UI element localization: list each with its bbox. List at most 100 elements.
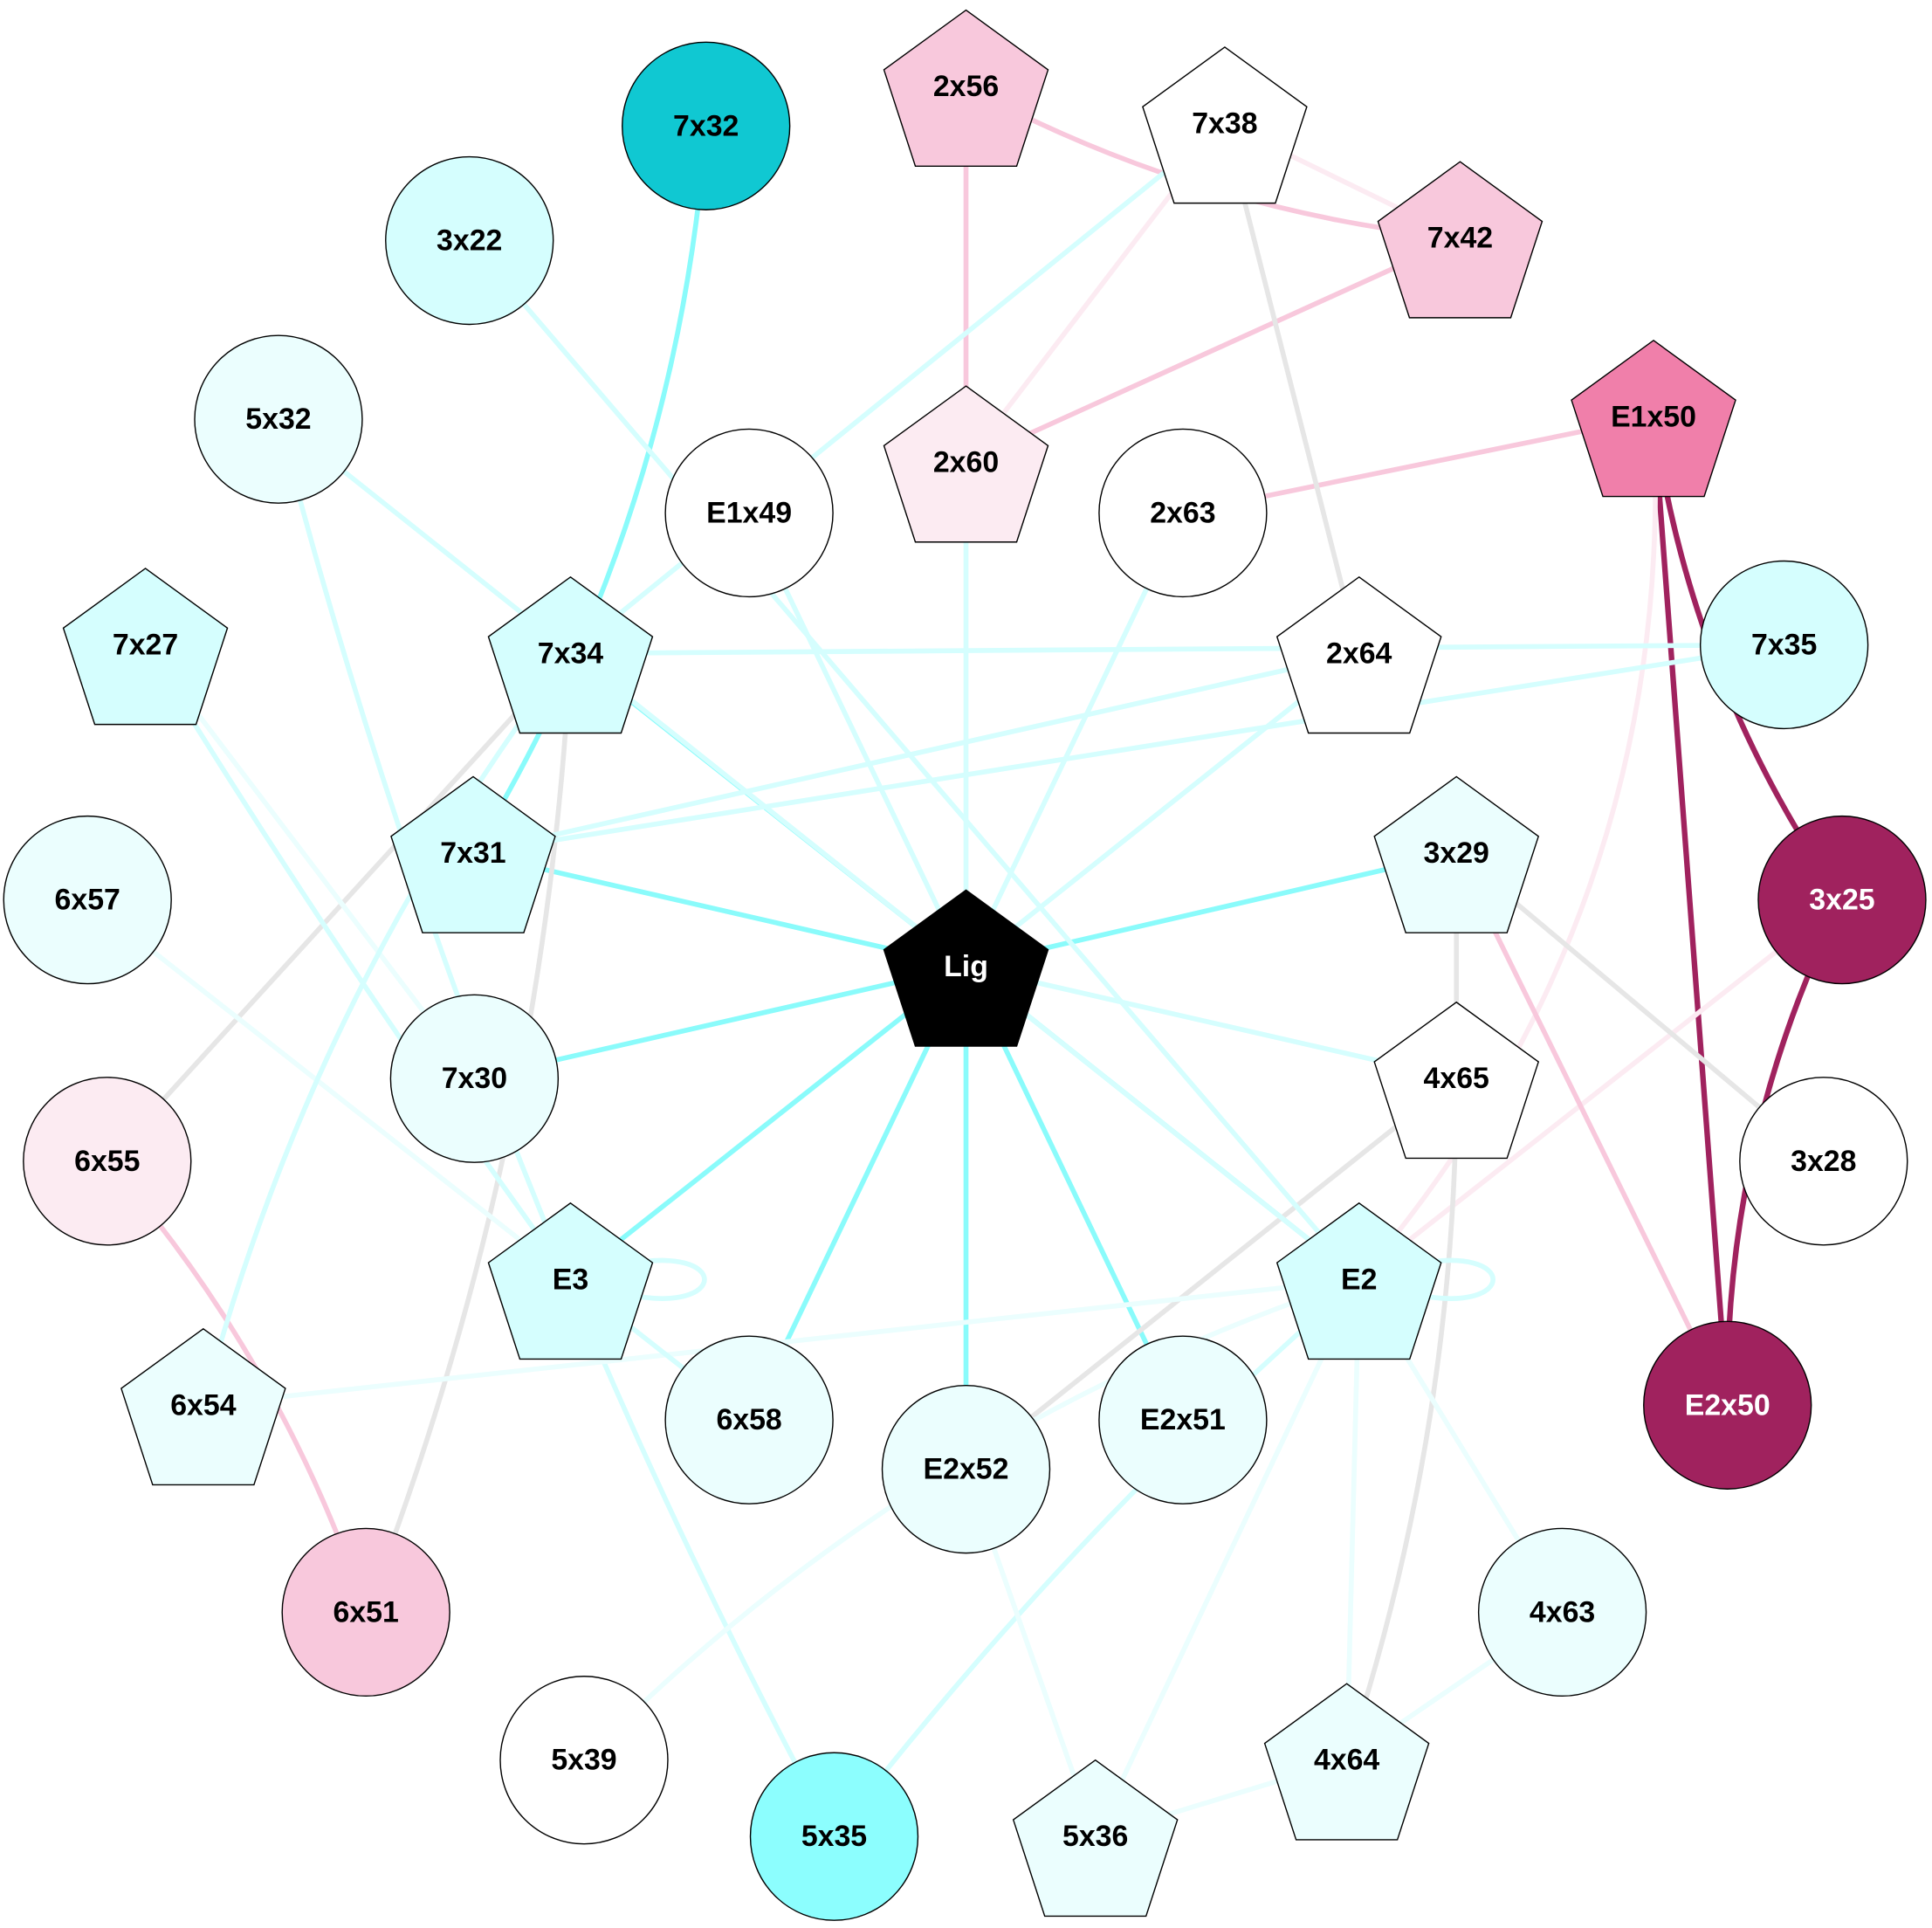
node-label: E1x49 [706,496,792,529]
node-circle [499,1676,669,1845]
node-pentagon [1373,775,1540,933]
node-E1x49[interactable]: E1x49 [664,428,834,598]
node-6x57[interactable]: 6x57 [3,815,172,985]
node-7x27[interactable]: 7x27 [62,568,229,726]
node-circle [881,1384,1051,1554]
node-label: 6x55 [74,1145,140,1178]
node-label: E2x51 [1140,1403,1226,1436]
node-E2x50[interactable]: E2x50 [1643,1320,1812,1490]
node-pentagon [1142,46,1308,204]
edge-E3-E3 [625,1257,707,1301]
node-7x32[interactable]: 7x32 [622,41,791,210]
node-circle [1739,1077,1908,1246]
node-3x28[interactable]: 3x28 [1739,1077,1908,1246]
node-label: 5x32 [245,403,311,436]
node-3x22[interactable]: 3x22 [385,155,554,326]
node-label: 2x60 [933,446,999,479]
node-circle [1098,1335,1268,1505]
edge-6x54-7x34 [201,651,573,1406]
node-circle [1643,1320,1812,1490]
edge-7x27-E3 [143,643,573,1281]
node-pentagon [883,9,1049,167]
node-pentagon [883,889,1049,1047]
node-label: 3x29 [1424,837,1489,870]
edge-3x22-E2 [467,238,1361,1282]
node-pentagon [487,1202,654,1360]
node-7x38[interactable]: 7x38 [1142,46,1308,204]
node-pentagon [1275,1202,1442,1360]
edge-7x38-7x34 [568,121,1227,656]
node-E3[interactable]: E3 [487,1202,654,1360]
node-E1x50[interactable]: E1x50 [1571,339,1736,498]
node-E2x51[interactable]: E2x51 [1098,1335,1268,1505]
node-5x36[interactable]: 5x36 [1012,1759,1179,1918]
edge-7x31-7x35 [472,642,1785,856]
node-4x64[interactable]: 4x64 [1263,1683,1430,1841]
node-2x63[interactable]: 2x63 [1098,428,1268,598]
node-3x25[interactable]: 3x25 [1757,815,1927,985]
node-label: 5x39 [551,1744,616,1777]
node-6x55[interactable]: 6x55 [23,1077,192,1246]
node-7x31[interactable]: 7x31 [390,775,556,933]
node-5x39[interactable]: 5x39 [499,1676,669,1845]
node-label: 2x63 [1150,496,1215,529]
node-circle [3,815,172,985]
node-label: E2 [1341,1263,1377,1296]
node-6x54[interactable]: 6x54 [120,1327,286,1486]
edge-7x32-7x31 [471,126,709,855]
node-label: 4x64 [1314,1744,1379,1777]
node-circle [622,41,791,210]
node-Lig[interactable]: Lig [883,889,1049,1047]
node-label: 4x65 [1424,1062,1489,1095]
node-E2x52[interactable]: E2x52 [881,1384,1051,1554]
node-label: 7x35 [1751,628,1817,661]
node-label: 7x38 [1192,107,1257,140]
node-7x30[interactable]: 7x30 [389,994,560,1163]
node-6x51[interactable]: 6x51 [281,1527,450,1697]
node-circle [1757,815,1927,985]
node-circle [385,155,554,326]
node-4x65[interactable]: 4x65 [1373,1001,1540,1160]
edge-E1x50-E2 [1357,417,1658,1282]
node-2x60[interactable]: 2x60 [883,385,1049,543]
node-circle [389,994,560,1163]
node-pentagon [1571,339,1736,498]
node-circle [194,334,363,504]
edge-7x34-7x35 [570,642,1784,657]
node-label: 7x42 [1427,222,1493,255]
node-label: 7x34 [538,637,603,670]
node-2x64[interactable]: 2x64 [1275,575,1442,734]
node-2x56[interactable]: 2x56 [883,9,1049,167]
node-label: E3 [553,1263,588,1296]
node-circle [749,1752,919,1921]
edge-E2-5x35 [832,1277,1361,1838]
node-7x34[interactable]: 7x34 [487,575,654,734]
node-label: 2x64 [1326,637,1392,670]
node-E2[interactable]: E2 [1275,1202,1442,1360]
node-label: 6x51 [333,1595,399,1628]
node-4x63[interactable]: 4x63 [1477,1527,1647,1697]
node-3x29[interactable]: 3x29 [1373,775,1540,933]
node-7x42[interactable]: 7x42 [1377,161,1544,319]
node-label: 7x27 [113,628,178,661]
node-pentagon [62,568,229,726]
node-pentagon [1377,161,1544,319]
node-label: 7x30 [442,1062,507,1095]
edge-E1x50-E2x50 [1650,417,1730,1406]
node-circle [1699,560,1869,730]
node-label: 5x35 [801,1820,867,1853]
node-label: E2x50 [1685,1388,1770,1422]
node-6x58[interactable]: 6x58 [664,1335,834,1505]
node-7x35[interactable]: 7x35 [1699,560,1869,730]
node-circle [664,1335,834,1505]
node-pentagon [390,775,556,933]
node-label: 3x25 [1809,884,1874,917]
node-pentagon [487,575,654,734]
node-5x32[interactable]: 5x32 [194,334,363,504]
node-label: 6x54 [170,1388,236,1422]
edge-7x31-2x64 [472,651,1360,856]
node-label: E2x52 [924,1453,1009,1486]
node-5x35[interactable]: 5x35 [749,1752,919,1921]
